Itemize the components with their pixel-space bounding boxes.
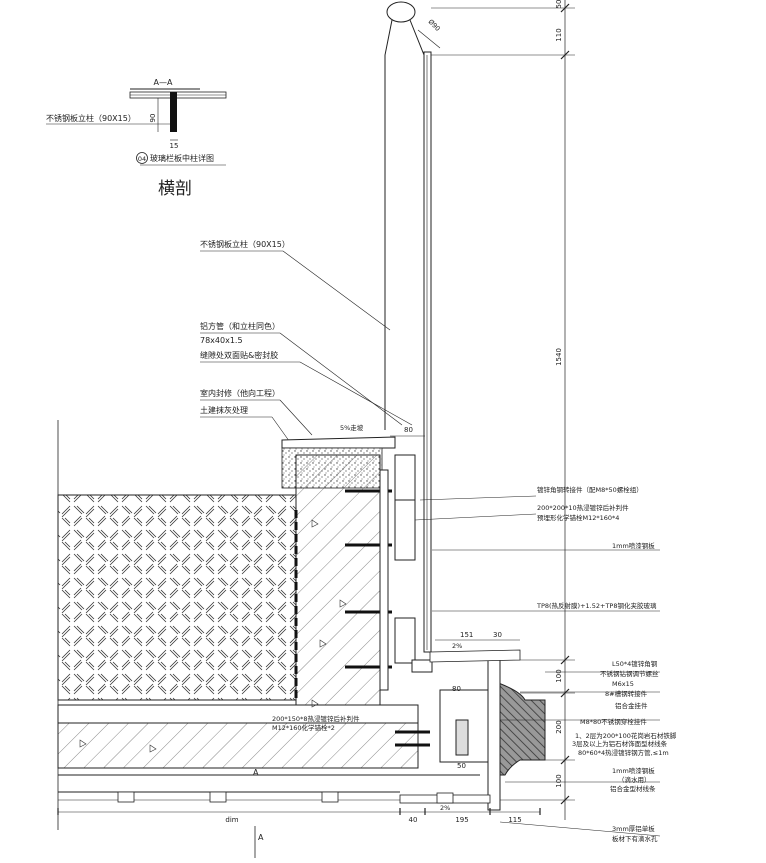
label-steel-tube: 80*60*4热浸镀锌钢方管,≤1m	[578, 748, 669, 757]
detail-subtitle: 横剖	[158, 179, 192, 199]
label-painted-steel: 1mm喷漆钢板	[612, 541, 655, 550]
dim-30: 30	[493, 631, 502, 639]
dim-80-bracket: 80	[452, 685, 461, 693]
label-granite-note: 1、2层为200*100花岗岩石材铁脚	[575, 731, 677, 740]
section-post-label: 不锈钢板立柱（90X15）	[46, 113, 136, 123]
label-glass-spec: TP8(热反射膜)+1.52+TP8钢化夹胶玻璃	[536, 601, 657, 610]
label-steel-post: 不锈钢板立柱（90X15）	[200, 239, 290, 249]
dim-40: 40	[409, 816, 418, 824]
label-chem-anchor: 预埋形化学锚栓M12*160*4	[537, 513, 619, 522]
label-plaster: 土建抹灰处理	[200, 405, 248, 415]
label-drip-note: （滴水用）	[618, 775, 651, 784]
label-alu-panel: 3mm厚铝单板	[612, 824, 655, 833]
railing-head: Ø90	[384, 1, 442, 430]
dim-115: 115	[508, 816, 521, 824]
detail-number: 04	[138, 155, 146, 163]
bottom-dimensions: dim 40 2% 195 115	[57, 804, 541, 824]
slope-2pct-bottom: 2%	[440, 804, 450, 812]
label-angle-bracket: 镀锌角钢转接件（配M8*50螺栓组）	[537, 485, 643, 494]
label-drain-hole: 板材下有滴水孔	[612, 834, 658, 843]
dim-15: 15	[170, 142, 179, 150]
section-title: A—A	[154, 78, 173, 87]
label-l50-angle: L50*4镀锌角钢	[612, 659, 658, 668]
detail-title: 玻璃栏板中柱详图	[150, 153, 214, 163]
dim-v-1540: 1540	[555, 348, 563, 366]
label-sealant: 缝隙处双面贴&密封胶	[200, 350, 278, 360]
dim-195: 195	[455, 816, 468, 824]
section-detail-aa: A—A 90 15 不锈钢板立柱（90X15） 04 玻璃栏板中柱详图 横剖	[46, 78, 227, 199]
label-alu-profile: 铝合金型材线条	[610, 784, 656, 793]
label-channel-bracket: 8#槽钢转接件	[605, 689, 648, 698]
label-indoor-finish: 室内封修（他向工程）	[200, 388, 280, 398]
slope-2pct-top: 2%	[452, 642, 462, 650]
section-mark-a-lower: A	[258, 833, 264, 842]
glass-foot-dims: 151 30 2% 80 50	[429, 631, 521, 770]
slope-note: 5%走坡	[340, 423, 364, 432]
label-embed-150: 200*150*8热浸镀锌后补判件	[272, 714, 360, 723]
concrete-structure	[57, 420, 419, 830]
label-painted-steel-drip: 1mm喷漆钢板	[612, 766, 655, 775]
label-alu-tube: 铝方管（和立柱同色）	[200, 321, 280, 331]
bottom-rail	[58, 774, 491, 804]
glass-panel	[423, 51, 432, 653]
label-alu-hanger: 铝合金挂件	[615, 701, 648, 710]
label-embed-200: 200*200*10热浸镀锌后补判件	[537, 503, 629, 512]
vertical-dimension-chain: 50 110 1540 100 200 100	[431, 0, 575, 820]
dim-v-100a: 100	[555, 669, 563, 682]
left-callouts: 不锈钢板立柱（90X15） 铝方管（和立柱同色） 78x40x1.5 缝隙处双面…	[200, 239, 413, 446]
label-m6x15: M6x15	[612, 680, 634, 688]
dim-90: 90	[149, 114, 157, 123]
dim-v-110: 110	[555, 28, 563, 41]
label-chem-anchor-2: M12*160化学锚栓*2	[272, 723, 335, 732]
dim-dim: dim	[225, 816, 238, 824]
radius-mark: Ø90	[427, 18, 442, 33]
label-m8-bolt: M8*80不锈钢穿栓挂件	[580, 717, 647, 726]
dim-v-100b: 100	[555, 774, 563, 787]
embed-plates	[379, 454, 489, 763]
dim-80-top: 80	[404, 426, 413, 434]
dim-v-50: 50	[555, 0, 563, 8]
section-mark-a-upper: A	[253, 768, 259, 777]
dim-151: 151	[460, 631, 473, 639]
right-callouts: 镀锌角钢转接件（配M8*50螺栓组） 200*200*10热浸镀锌后补判件 预埋…	[414, 485, 677, 843]
label-alu-tube-size: 78x40x1.5	[200, 336, 243, 345]
label-adjust-screw: 不锈钢钻钢调节螺丝	[600, 669, 659, 678]
dim-50: 50	[457, 762, 466, 770]
stone-cladding	[487, 659, 546, 811]
post-section	[170, 92, 177, 132]
dim-v-200: 200	[555, 720, 563, 733]
label-alu-trim-note: 3层及以上为铝石材饰面型材线条	[572, 739, 668, 748]
